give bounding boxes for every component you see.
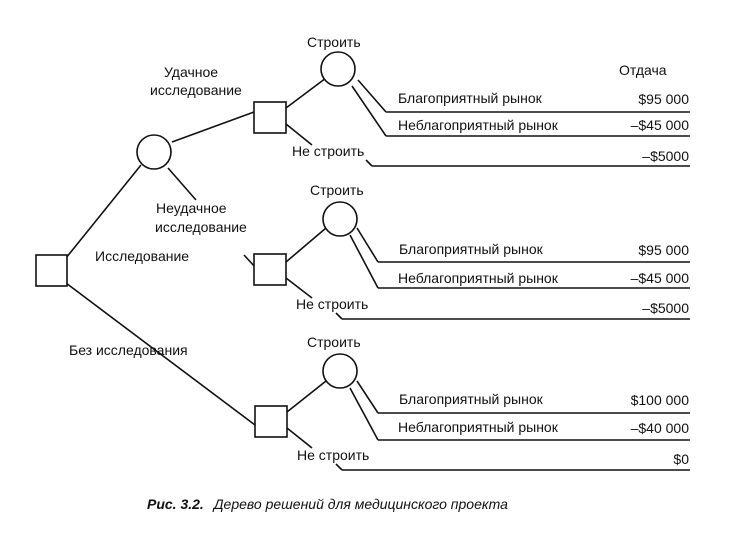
fav-payoff-3: $100 000	[631, 392, 690, 408]
fav-line-3	[356, 380, 379, 414]
unfav-label-1: Неблагоприятный рынок	[398, 117, 559, 133]
no-build-line-2	[285, 277, 313, 299]
chance-node-build-3	[322, 353, 358, 389]
unfav-payoff-3: –$40 000	[631, 420, 690, 436]
fav-payoff-1: $95 000	[638, 91, 689, 107]
decision-node-3	[254, 405, 288, 438]
unfav-line-2	[349, 234, 379, 289]
no-build-line-3-b	[335, 463, 343, 471]
build-label-2: Строить	[310, 182, 364, 198]
fav-label-3: Благоприятный рынок	[399, 391, 544, 407]
fav-line-2	[356, 227, 379, 263]
branch-line-success	[171, 111, 255, 143]
no-build-payoff-1: –$5000	[642, 148, 689, 164]
unfav-payoff-2: –$45 000	[631, 270, 690, 286]
no-build-payoff-3: $0	[673, 451, 689, 467]
build-line-2	[285, 227, 327, 263]
branch-line-no-research	[65, 282, 256, 426]
figure-caption-text: Дерево решений для медицинского проекта	[212, 496, 508, 512]
build-label-1: Строить	[307, 34, 361, 50]
build-label-3: Строить	[307, 334, 361, 350]
no-build-line-3	[286, 427, 313, 449]
unfav-line-1	[351, 85, 387, 137]
no-build-payoff-2: –$5000	[642, 300, 689, 316]
unfav-line-3	[349, 387, 379, 441]
outcome-label-failure-line2: исследование	[155, 219, 247, 235]
unfav-label-2: Неблагоприятный рынок	[398, 270, 559, 286]
outcome-label-failure-line1: Неудачное	[156, 200, 227, 216]
chance-node-research	[136, 134, 172, 170]
decision-node-2	[253, 253, 287, 286]
branch-label-research: Исследование	[95, 248, 189, 264]
decision-node-1	[253, 101, 287, 134]
root-decision-node	[35, 254, 68, 287]
fav-label-1: Благоприятный рынок	[398, 90, 543, 106]
outcome-label-success-line1: Удачное	[164, 64, 218, 80]
branch-line-failure	[167, 167, 197, 201]
no-build-line-1	[285, 123, 313, 146]
branch-line-research	[65, 164, 142, 259]
no-build-label-3: Не строить	[297, 447, 369, 463]
payoff-header: Отдача	[619, 62, 667, 78]
chance-node-build-2	[322, 201, 358, 237]
fav-payoff-2: $95 000	[638, 242, 689, 258]
build-line-1	[285, 77, 327, 109]
no-build-line-2-b	[335, 312, 343, 320]
unfav-payoff-1: –$45 000	[631, 117, 690, 133]
unfav-label-3: Неблагоприятный рынок	[398, 419, 559, 435]
no-build-label-2: Не строить	[296, 296, 368, 312]
no-build-label-1: Не строить	[292, 143, 364, 159]
branch-label-no-research: Без исследования	[69, 342, 188, 358]
no-build-line-1-b	[365, 159, 373, 167]
chance-node-build-1	[320, 51, 356, 87]
fav-line-1	[357, 79, 387, 113]
outcome-label-success-line2: исследование	[150, 82, 242, 98]
figure-number: Рис. 3.2.	[147, 496, 204, 512]
figure-caption: Рис. 3.2. Дерево решений для медицинског…	[147, 496, 508, 512]
build-line-3	[286, 380, 327, 413]
fav-label-2: Благоприятный рынок	[399, 241, 544, 257]
